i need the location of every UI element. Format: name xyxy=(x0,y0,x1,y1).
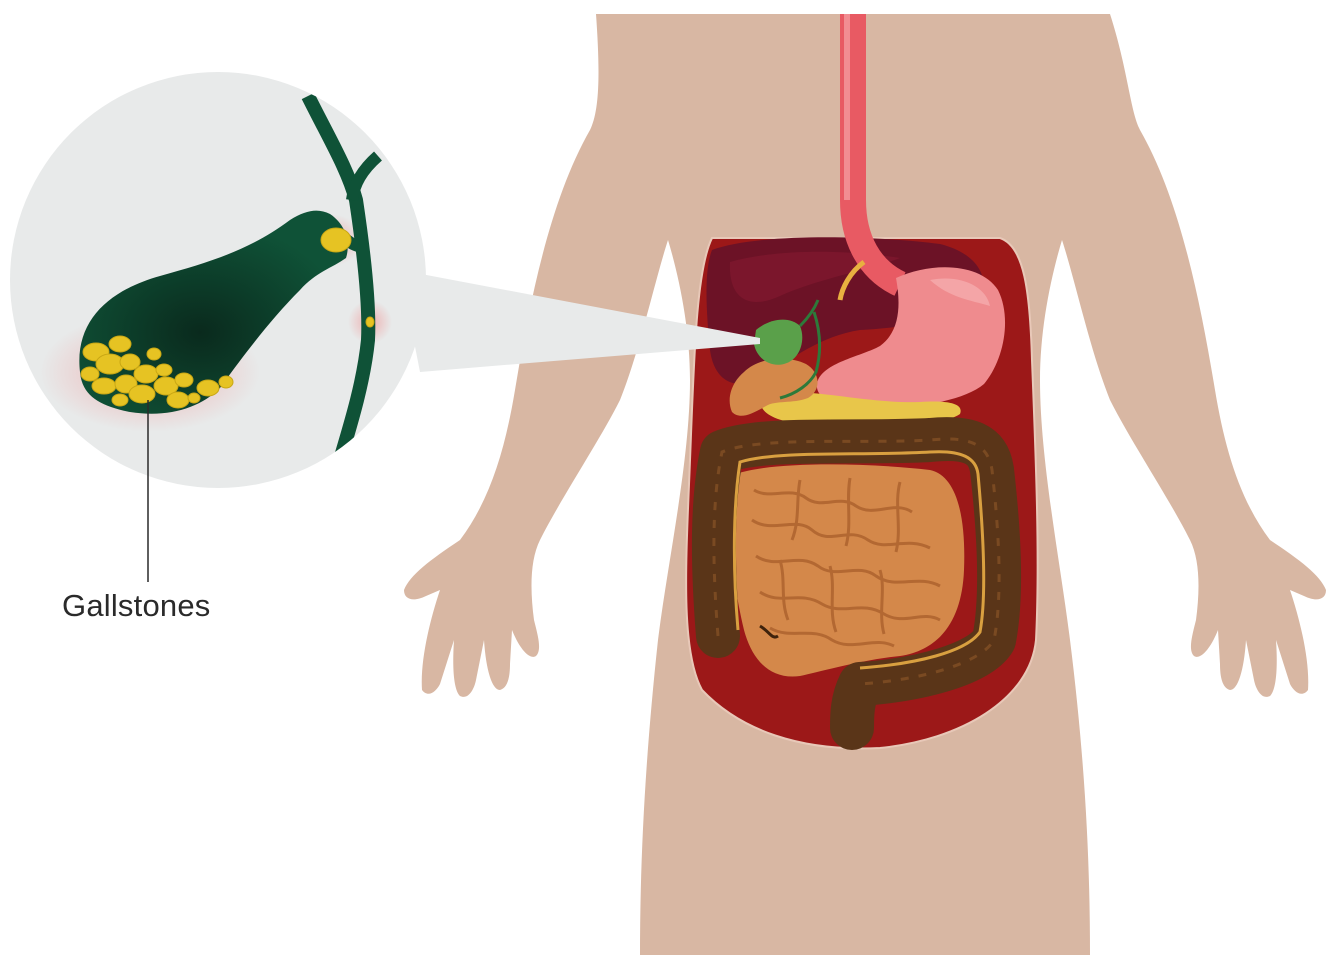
gallstones-label: Gallstones xyxy=(62,588,210,624)
small-intestine xyxy=(730,464,964,676)
zoom-circle xyxy=(10,72,426,488)
stone-in-duct xyxy=(366,317,374,327)
stone-in-neck xyxy=(321,228,351,252)
